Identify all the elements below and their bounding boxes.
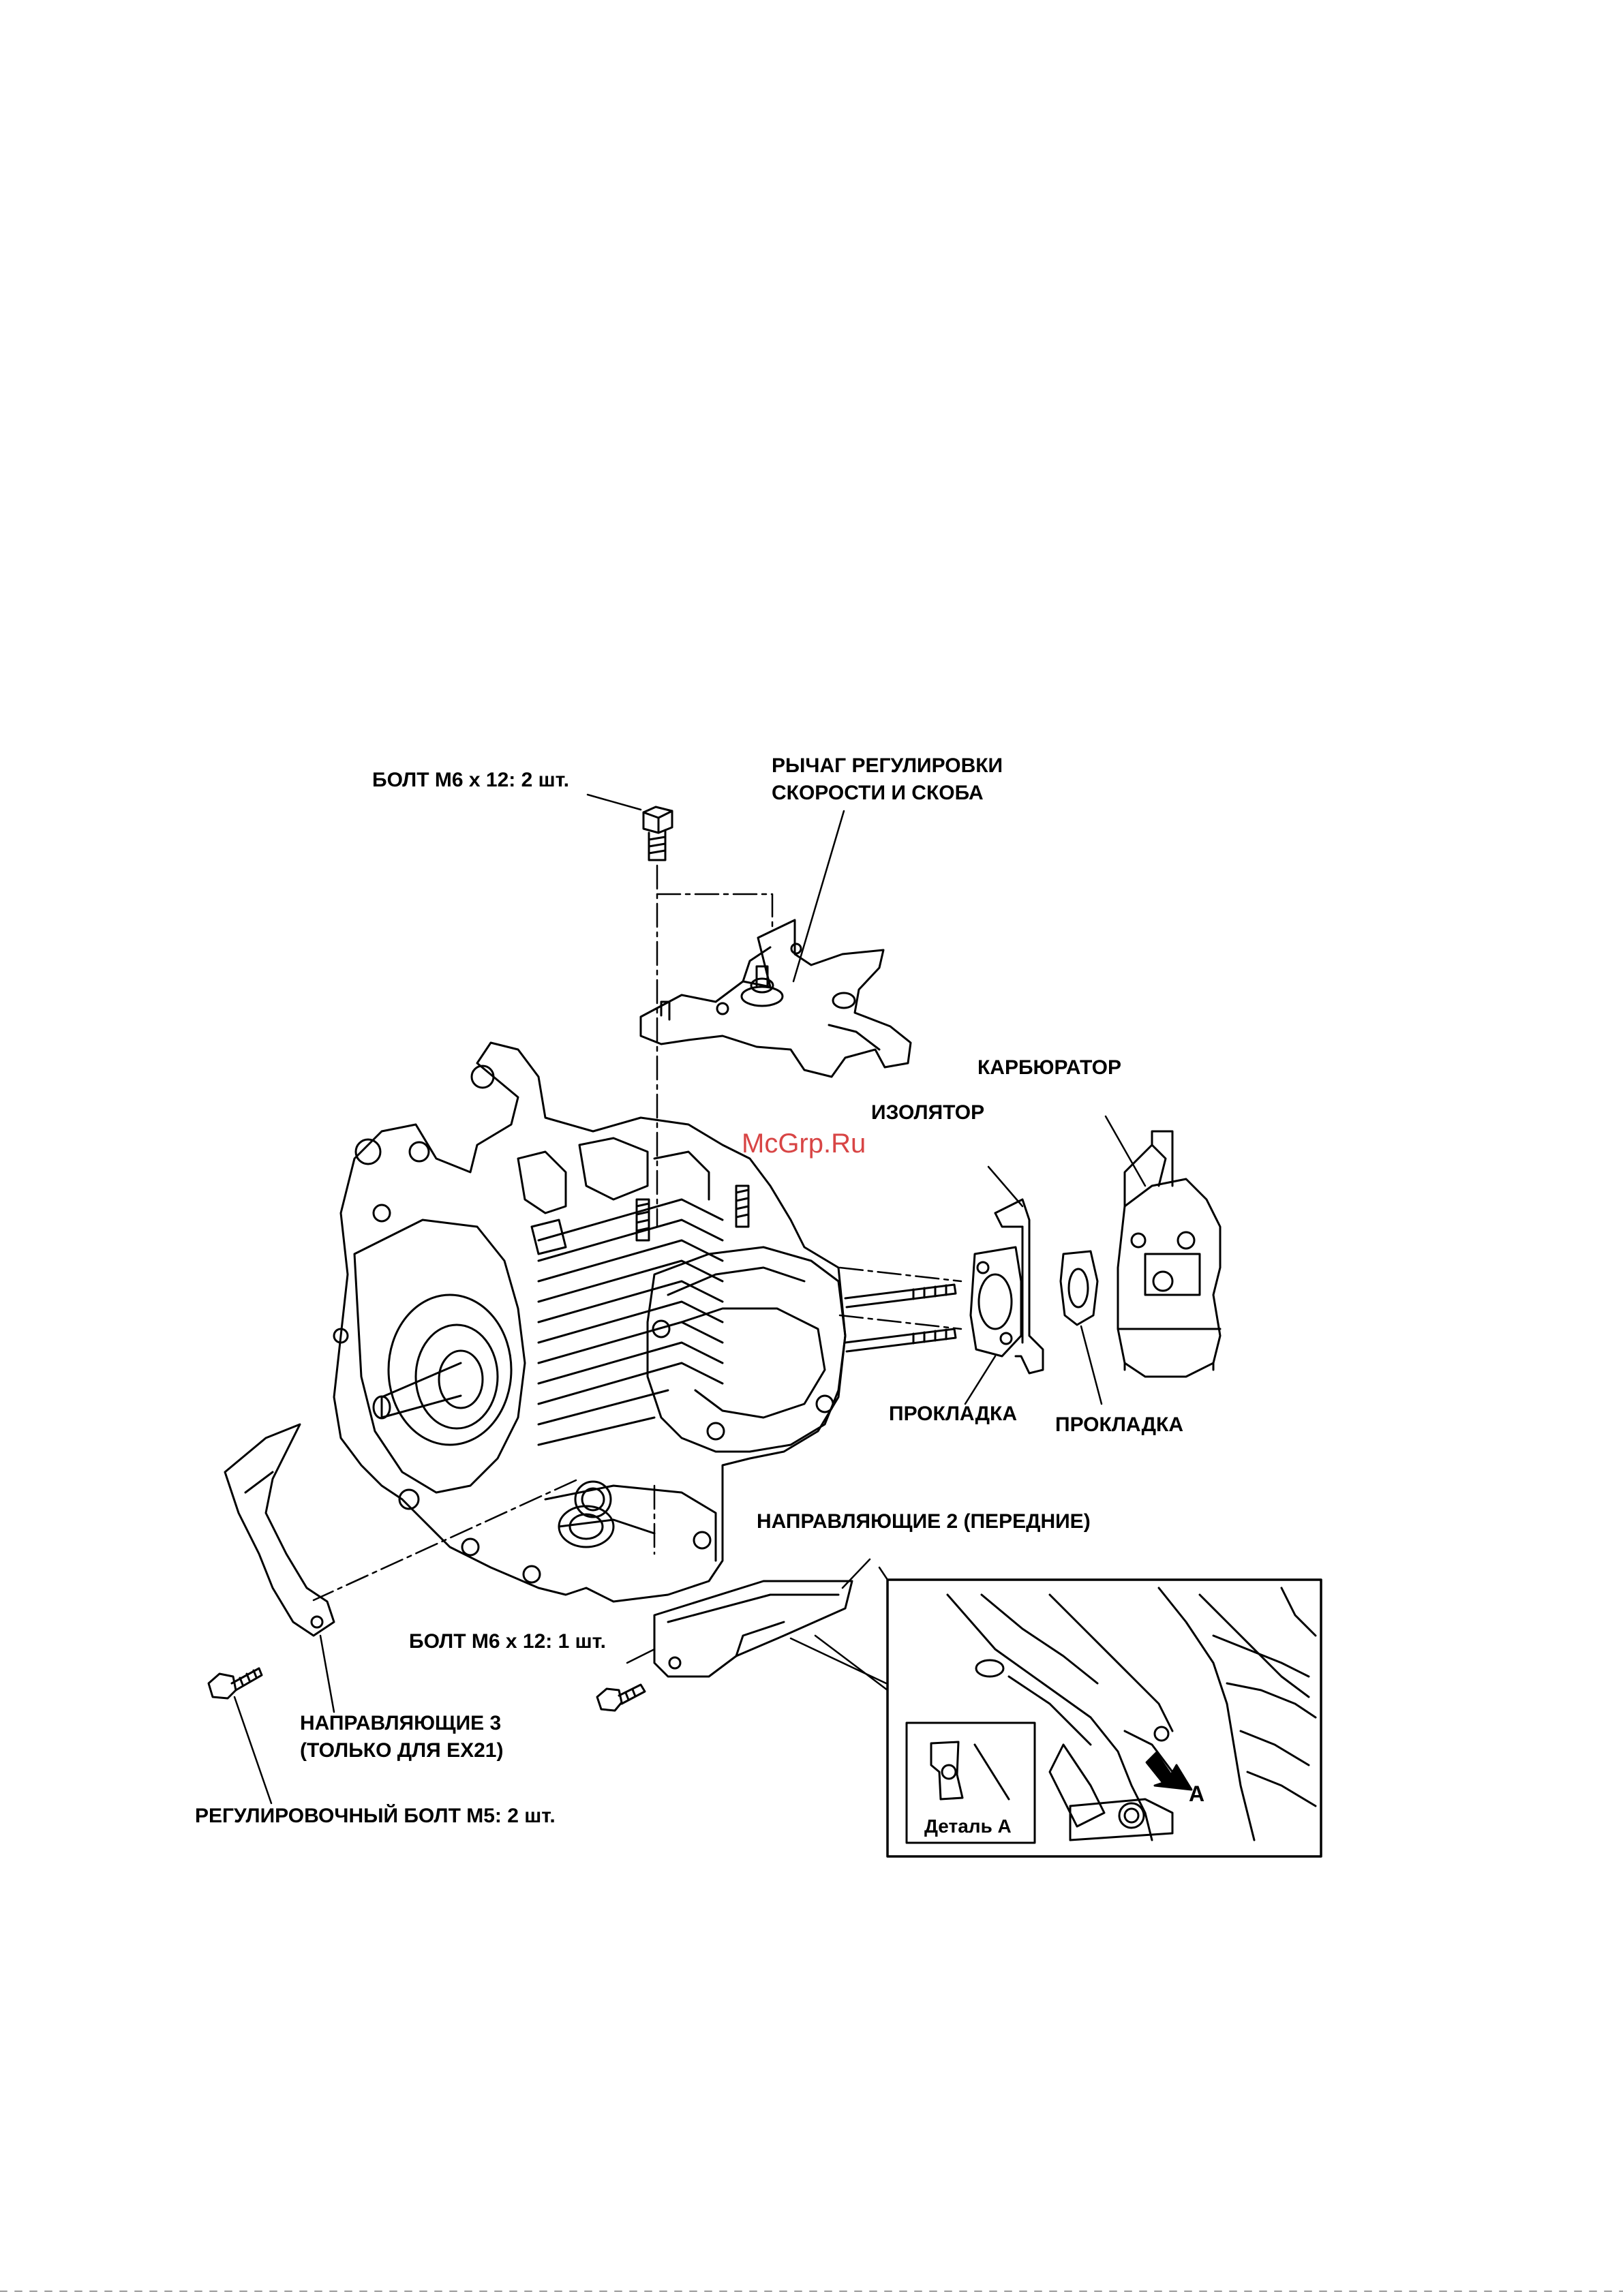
label-guides-2: НАПРАВЛЯЮЩИЕ 2 (ПЕРЕДНИЕ) [757, 1509, 1091, 1535]
gasket-2-part [1061, 1251, 1097, 1325]
bolt-top-part [643, 807, 672, 860]
label-insulator: ИЗОЛЯТОР [871, 1100, 984, 1126]
detail-inset-frame [815, 1567, 1321, 1856]
insulator-part [995, 1199, 1043, 1373]
label-gasket-1: ПРОКЛАДКА [889, 1401, 1017, 1427]
detail-a-caption: Деталь A [924, 1816, 1012, 1837]
label-bolt-top: БОЛТ М6 x 12: 2 шт. [372, 767, 569, 793]
carburetor-part [1118, 1131, 1220, 1377]
leader-lines [234, 795, 1145, 1803]
label-speed-lever-line2: СКОРОСТИ И СКОБА [772, 780, 984, 806]
label-bolt-mid: БОЛТ М6 x 12: 1 шт. [409, 1629, 606, 1655]
label-speed-lever-line1: РЫЧАГ РЕГУЛИРОВКИ [772, 753, 1003, 779]
adjust-bolt-part [209, 1668, 262, 1698]
guides-3-part [225, 1424, 334, 1636]
speed-lever-bracket-part [641, 920, 911, 1077]
bolt-mid-part [597, 1685, 645, 1711]
label-guides-3-line2: (ТОЛЬКО ДЛЯ EX21) [300, 1738, 503, 1764]
watermark: McGrp.Ru [742, 1129, 866, 1159]
guides-2-part [654, 1581, 852, 1677]
gasket-1-part [971, 1247, 1021, 1356]
label-gasket-2: ПРОКЛАДКА [1055, 1412, 1183, 1438]
detail-arrow-letter: A [1189, 1781, 1204, 1807]
label-carburetor: КАРБЮРАТОР [977, 1055, 1121, 1081]
label-adjust-bolt: РЕГУЛИРОВОЧНЫЙ БОЛТ М5: 2 шт. [195, 1803, 556, 1829]
label-guides-3-line1: НАПРАВЛЯЮЩИЕ 3 [300, 1711, 501, 1736]
